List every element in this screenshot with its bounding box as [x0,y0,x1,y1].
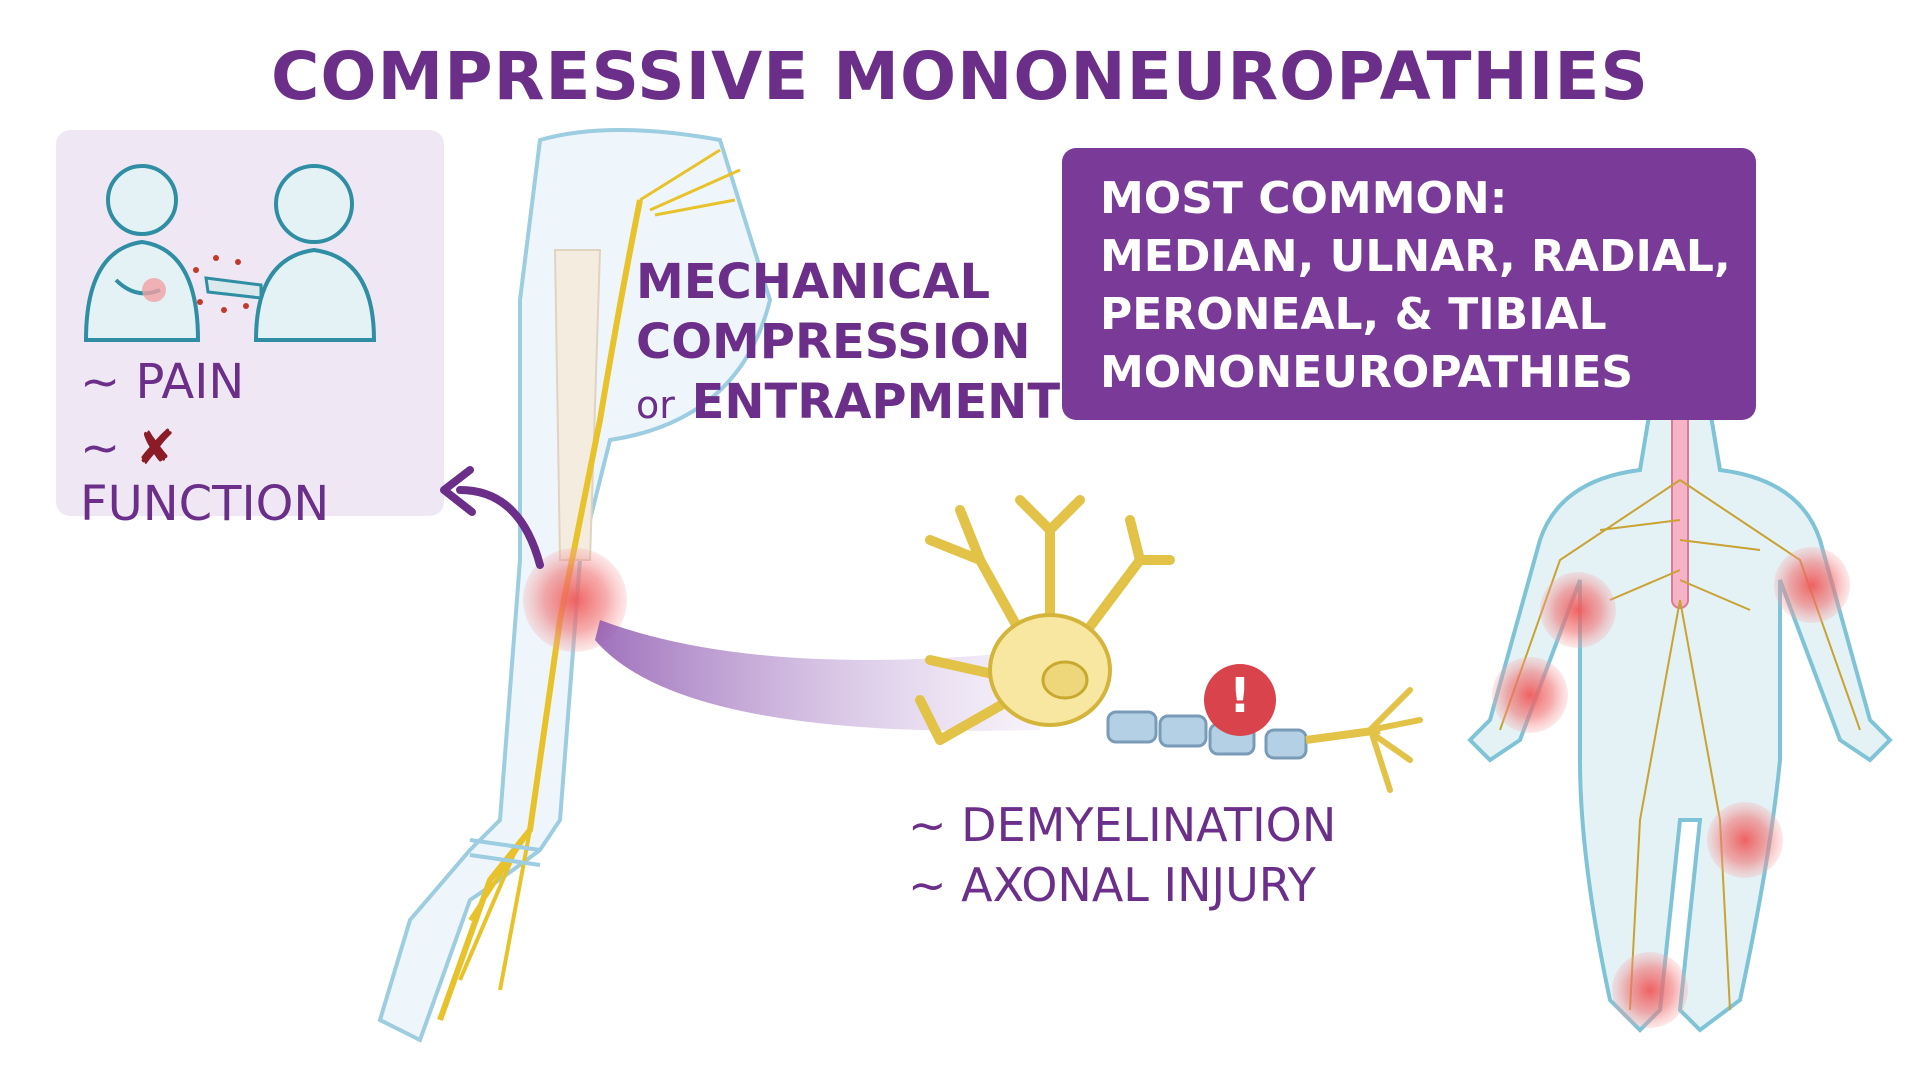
patient-figure [83,164,201,342]
effect-pain: ~ PAIN [80,354,245,410]
site-wrist [1492,657,1568,733]
mechanism-line-2: COMPRESSION [636,314,1031,370]
outcome-axonal-injury: ~ AXONAL INJURY [908,858,1316,912]
outcome-demyelination: ~ DEMYELINATION [908,798,1337,852]
function-label: FUNCTION [80,476,330,532]
compression-sites [1492,547,1850,1028]
site-elbow-right [1540,572,1616,648]
most-common-text: MOST COMMON: MEDIAN, ULNAR, RADIAL, PERO… [1100,170,1731,402]
site-knee [1707,802,1783,878]
mechanism-label: MECHANICAL COMPRESSION or ENTRAPMENT [636,252,1060,435]
patient-doctor-illustration [83,164,377,342]
most-common-heading: MOST COMMON: [1100,173,1508,224]
most-common-line-1: MEDIAN, ULNAR, RADIAL, [1100,231,1731,282]
tilde-prefix: ~ [80,420,121,476]
doctor-figure [193,164,377,342]
most-common-box: MOST COMMON: MEDIAN, ULNAR, RADIAL, PERO… [1062,148,1756,420]
mechanism-or: or [636,383,675,427]
effects-panel: ~ PAIN ~ ✘ FUNCTION [56,130,444,532]
compression-hotspot [523,548,627,652]
alert-symbol: ! [1229,668,1251,724]
site-elbow-left [1774,547,1850,623]
neuron-illustration [915,495,1423,793]
mechanism-entrapment: ENTRAPMENT [691,374,1061,430]
diagram-title: COMPRESSIVE MONONEUROPATHIES [271,38,1649,115]
most-common-line-2: PERONEAL, & TIBIAL [1100,289,1607,340]
zoom-beam [595,620,1040,731]
loss-x-icon: ✘ [135,420,176,476]
effect-function: ~ ✘ FUNCTION [80,420,444,532]
mechanism-line-3: or ENTRAPMENT [636,372,1060,435]
arrow-to-effects [440,466,544,569]
mechanism-line-1: MECHANICAL [636,254,991,310]
most-common-line-3: MONONEUROPATHIES [1100,347,1634,398]
site-ankle [1612,952,1688,1028]
